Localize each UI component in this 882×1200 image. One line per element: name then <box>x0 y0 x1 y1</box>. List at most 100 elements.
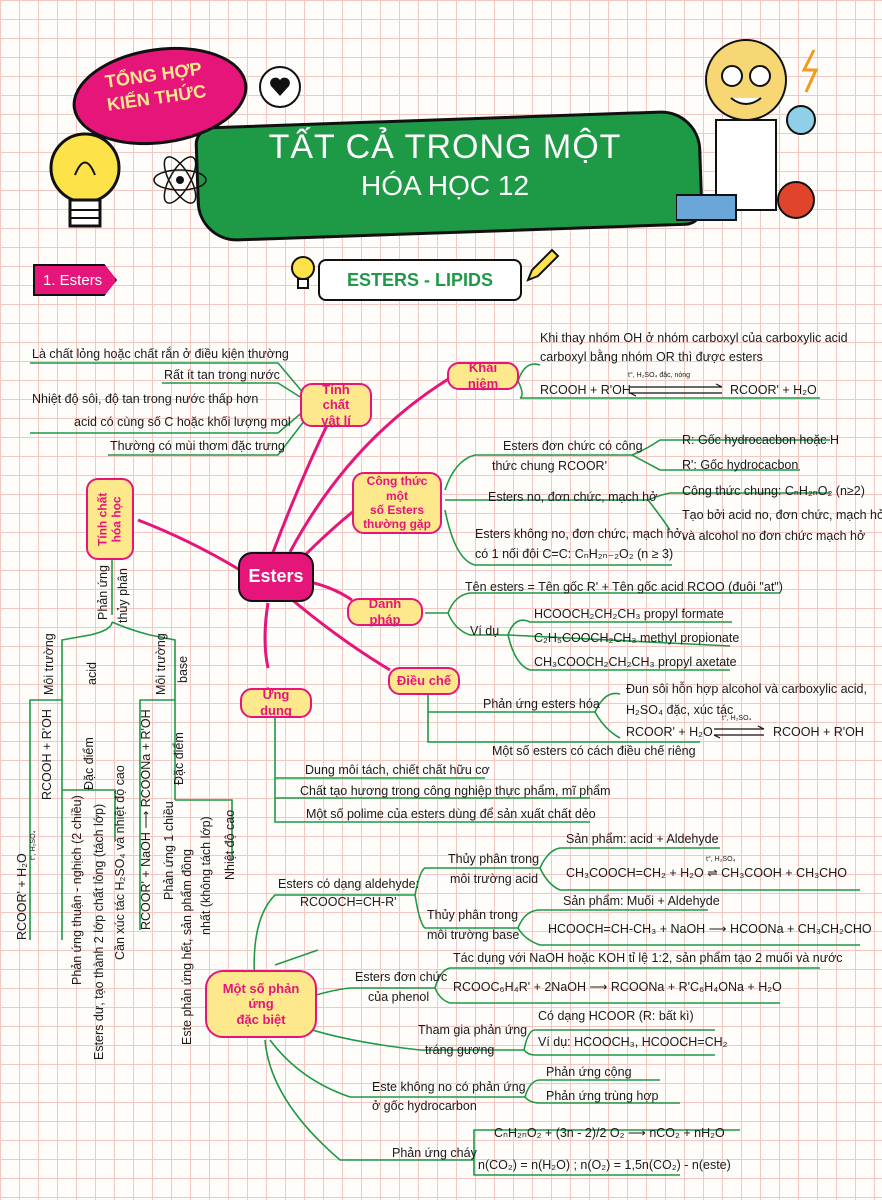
application-item-2: Chất tạo hương trong công nghiệp thực ph… <box>300 784 611 798</box>
prep-equilibrium-arrow-icon <box>713 725 765 739</box>
special-phenol-eq: RCOOC₆H₄R' + 2NaOH ⟶ RCOONa + R'C₆H₄ONa … <box>453 980 782 994</box>
special-silver-r2: Ví dụ: HCOOCH₃, HCOOCH=CH₂ <box>538 1035 728 1049</box>
special-silver-r1: Có dạng HCOOR (R: bất kì) <box>538 1009 694 1023</box>
formula-b3-line1: Esters không no, đơn chức, mạch hở, <box>475 527 686 541</box>
special-base-eq: HCOOCH=CH-CH₃ + NaOH ⟶ HCOONa + CH₃CH₂CH… <box>548 922 872 936</box>
atom-icon <box>153 156 207 204</box>
equilibrium-arrow-icon <box>629 383 723 397</box>
physical-item-2: Rất ít tan trong nước <box>164 368 280 382</box>
special-base-env-line1: Thủy phân trong <box>427 908 519 922</box>
special-unsat-line2: ở gốc hydrocarbon <box>372 1099 477 1113</box>
chemical-hydrolysis-line1: Phản ứng <box>96 565 110 620</box>
formula-b1-r2: R': Gốc hydrocacbon <box>682 458 799 472</box>
special-silver-line1: Tham gia phản ứng <box>418 1023 528 1037</box>
prep-eq-right: RCOOH + R'OH <box>773 725 864 739</box>
node-applications: Ứng dụng <box>240 687 312 718</box>
concept-line-1: Khi thay nhóm OH ở nhóm carboxyl của car… <box>540 331 848 345</box>
special-unsat-r2: Phản ứng trùng hợp <box>546 1089 659 1103</box>
concept-eq-right: RCOOR' + H₂O <box>730 383 817 397</box>
special-acid-product: Sản phẩm: acid + Aldehyde <box>566 832 719 846</box>
chemical-acid-f2: Esters dư, tạo thành 2 lớp chất lỏng (tá… <box>92 803 106 1060</box>
naming-example-3: CH₃COOCH₂CH₂CH₃ propyl axetate <box>534 655 737 669</box>
physical-item-4: Thường có mùi thơm đặc trưng <box>110 439 285 453</box>
chemical-acid-eq-condition: t°, H₂SO₄ <box>30 830 37 860</box>
chemical-acid-eq-left: RCOOR' + H₂O <box>15 853 29 940</box>
special-acid-env-line2: môi trường acid <box>450 872 539 886</box>
application-item-3: Một số polime của esters dùng để sản xuấ… <box>306 807 596 821</box>
node-chemical-properties: Tính chất hóa học <box>86 478 134 560</box>
chemical-hydrolysis-line2: thủy phân <box>116 568 130 623</box>
small-lightbulb-icon <box>291 256 315 289</box>
chemical-base-f3: Nhiệt độ cao <box>223 809 237 880</box>
special-base-product: Sản phẩm: Muối + Aldehyde <box>563 894 720 908</box>
concept-line-2: carboxyl bằng nhóm OR thì được esters <box>540 350 763 364</box>
scientist-illustration <box>676 39 819 221</box>
special-base-env-line2: môi trường base <box>427 928 520 942</box>
formula-b2: Esters no, đơn chức, mạch hở <box>488 490 658 504</box>
chemical-acid-env-line1: Môi trường <box>42 633 56 695</box>
chemical-acid-f1: Phản ứng thuận - nghịch (2 chiều) <box>70 795 84 985</box>
chemical-base-env-line2: base <box>176 655 190 683</box>
special-combustion: Phản ứng cháy <box>392 1146 477 1160</box>
page-subtitle: HÓA HỌC 12 <box>360 170 530 201</box>
lightbulb-icon <box>49 132 121 228</box>
prep-eq-left: RCOOR' + H₂O <box>626 725 713 739</box>
prep-b1-r1: Đun sôi hỗn hợp alcohol và carboxylic ac… <box>626 682 867 696</box>
special-unsat-r1: Phản ứng cộng <box>546 1065 632 1079</box>
special-acid-env-line1: Thủy phân trong <box>448 852 540 866</box>
chemical-acid-feature: Đặc điểm <box>82 737 96 790</box>
chemical-base-env-line1: Môi trường <box>154 633 168 695</box>
formula-b1-line2: thức chung RCOOR' <box>492 459 607 473</box>
node-concept: Khái niệm <box>447 360 519 391</box>
chemical-base-f2: Este phản ứng hết, sản phẩm đồng <box>180 848 194 1045</box>
special-unsat-line1: Este không no có phản ứng <box>372 1080 526 1094</box>
special-aldehyde-line2: RCOOCH=CH-R' <box>300 895 397 909</box>
formula-b1-r1: R: Gốc hydrocacbon hoặc H <box>682 433 840 447</box>
special-acid-eq: CH₃COOCH=CH₂ + H₂O ⇌ CH₃COOH + CH₃CHO <box>566 866 847 880</box>
prep-b1-r2: H₂SO₄ đặc, xúc tác <box>626 703 734 717</box>
special-aldehyde-line1: Esters có dạng aldehyde: <box>278 877 420 891</box>
physical-item-1: Là chất lỏng hoặc chất rắn ở điều kiện t… <box>32 347 289 361</box>
special-phenol-line2: của phenol <box>368 990 430 1004</box>
pencil-icon <box>526 248 560 282</box>
topic-banner: ESTERS - LIPIDS <box>318 259 522 301</box>
formula-b2-r2a: Tạo bởi acid no, đơn chức, mạch hở <box>682 508 882 522</box>
special-silver-line2: tráng gương <box>425 1043 495 1057</box>
formula-b2-r1: Công thức chung: CₙH₂ₙO₂ (n≥2) <box>682 484 865 498</box>
prep-b1: Phản ứng esters hóa <box>483 697 600 711</box>
application-item-1: Dung môi tách, chiết chất hữu cơ <box>305 763 490 777</box>
chemical-acid-env-line2: acid <box>85 662 99 685</box>
prep-b2: Một số esters có cách điều chế riêng <box>492 744 696 758</box>
physical-item-3b: acid có cùng số C hoặc khối lượng mol <box>74 415 291 429</box>
node-naming: Danh pháp <box>347 596 423 627</box>
naming-rule: Tên esters = Tên gốc R' + Tên gốc acid R… <box>465 580 783 594</box>
formula-b1-line1: Esters đơn chức có công <box>503 439 643 453</box>
formula-b2-r2b: và alcohol no đơn chức mạch hở <box>682 529 866 543</box>
special-phenol-line1: Esters đơn chức <box>355 970 448 984</box>
naming-example-1: HCOOCH₂CH₂CH₃ propyl formate <box>534 607 724 621</box>
center-node-esters: Esters <box>238 552 314 602</box>
special-combustion-eq: CₙH₂ₙO₂ + (3n - 2)/2 O₂ ⟶ nCO₂ + nH₂O <box>494 1126 725 1140</box>
concept-eq-left: RCOOH + R'OH <box>540 383 631 397</box>
chemical-acid-eq-right: RCOOH + R'OH <box>40 709 54 800</box>
physical-item-3a: Nhiệt độ sôi, độ tan trong nước thấp hơn <box>32 392 259 406</box>
page-title: TẤT CẢ TRONG MỘT <box>268 128 622 166</box>
node-preparation: Điều chế <box>388 667 460 695</box>
naming-example-label: Ví dụ <box>470 624 500 638</box>
special-combustion-relation: n(CO₂) = n(H₂O) ; n(O₂) = 1,5n(CO₂) - n(… <box>478 1158 731 1172</box>
concept-eq-condition: t°, H₂SO₄ đặc, nóng <box>628 372 691 379</box>
special-acid-eq-condition: t°, H₂SO₄ <box>706 856 736 863</box>
formula-b3-line2: có 1 nối đôi C=C: CₙH₂ₙ₋₂O₂ (n ≥ 3) <box>475 547 674 561</box>
chemical-base-f1: Phản ứng 1 chiều <box>162 801 176 900</box>
special-phenol-r1: Tác dụng với NaOH hoặc KOH tỉ lệ 1:2, sả… <box>453 951 843 965</box>
chemical-base-eq: RCOOR' + NaOH ⟶ RCOONa + R'OH <box>139 709 153 930</box>
chemical-acid-f3: Cần xúc tác H₂SO₄ và nhiệt độ cao <box>113 765 127 960</box>
naming-example-2: C₂H₅COOCH₂CH₃ methyl propionate <box>534 631 740 645</box>
prep-eq-condition: t°, H₂SO₄ <box>722 715 752 722</box>
section-label: 1. Esters <box>33 264 117 296</box>
chemical-base-feature: Đặc điểm <box>172 732 186 785</box>
